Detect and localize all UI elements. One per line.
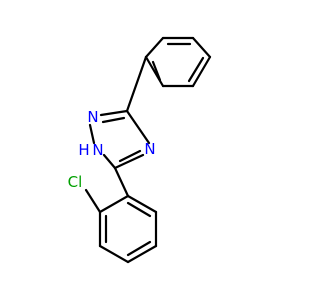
triazole-ring: [88, 109, 151, 170]
triazole-bond: [125, 109, 151, 145]
triazole-bond: [113, 153, 145, 170]
triazole-chlorophenyl-bond: [113, 166, 130, 198]
chlorophenyl-bond: [126, 194, 158, 214]
atom-n1-label: N: [87, 108, 98, 126]
phenyl-double-bond: [151, 60, 162, 82]
phenyl-triazole-bond: [125, 55, 148, 113]
molecule-canvas: N H N N Cl: [68, 36, 212, 264]
chlorophenyl-double-bond: [126, 201, 152, 218]
phenyl-bond: [144, 55, 165, 88]
phenyl-double-bond: [187, 56, 205, 83]
triazole-double-bond: [118, 149, 142, 163]
phenyl-bond: [191, 36, 212, 59]
phenyl-bond: [191, 55, 212, 88]
triazole-bond: [88, 123, 96, 145]
atom-nh-label: N: [92, 141, 103, 159]
chlorophenyl-bond: [98, 244, 130, 264]
triazole-bond: [99, 109, 129, 117]
atom-n4-label: N: [144, 140, 155, 158]
triazole-bond: [102, 153, 117, 170]
phenyl-ring: [144, 36, 212, 88]
structure-drawing: N H N N Cl: [68, 36, 212, 264]
atom-cl-label: Cl: [68, 173, 83, 191]
phenyl-bond: [144, 36, 165, 59]
chlorophenyl-ring: [98, 194, 158, 264]
triazole-double-bond: [101, 116, 126, 124]
chlorophenyl-bond: [126, 244, 158, 264]
chlorophenyl-double-bond: [126, 240, 152, 257]
chlorine-bond: [84, 188, 102, 214]
atom-h-label: H: [78, 141, 89, 159]
chlorophenyl-bond: [98, 194, 130, 214]
